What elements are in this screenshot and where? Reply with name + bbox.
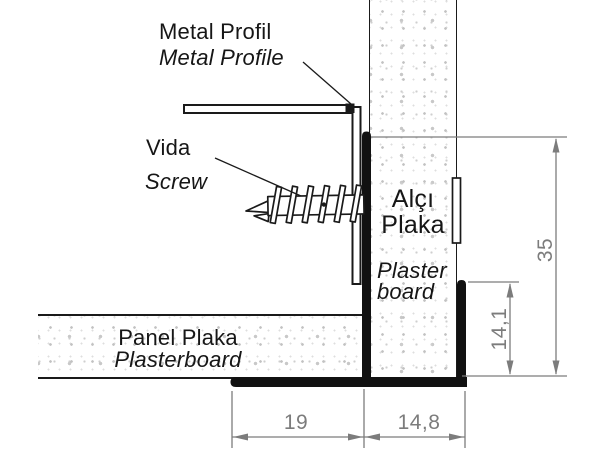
arrow-down-icon — [506, 360, 514, 375]
plasterboard-wall-section — [369, 0, 457, 378]
wall-board-label-en-line2: board — [377, 279, 435, 304]
wall-board-label-en-line1: Plaster — [377, 258, 447, 283]
dimension-value-14-8: 14,8 — [398, 411, 441, 434]
screw-leader-line — [214, 157, 302, 197]
dimension-value-19: 19 — [284, 411, 308, 434]
screw-thread — [333, 184, 347, 224]
metal-profile-drawing — [183, 103, 362, 285]
arrow-up-icon — [552, 138, 560, 153]
arrow-left-icon — [365, 433, 380, 441]
metal-profile-label-tr: Metal Profil — [159, 19, 272, 44]
panel-board-label-tr: Panel Plaka — [118, 325, 238, 350]
plasterboard-panel-section — [38, 314, 364, 379]
wall-board-label-tr-line1: Alçı — [391, 185, 435, 213]
leader-lines — [214, 61, 352, 197]
screw-mark-dot — [321, 202, 327, 207]
screw-icon — [245, 184, 365, 225]
screw-tip-barb — [253, 212, 270, 223]
metal-profile-leader-line — [302, 61, 352, 105]
arrow-right-icon — [449, 433, 464, 441]
trim-right-leg — [457, 280, 466, 382]
trim-left-leg — [362, 131, 371, 378]
arrow-down-icon — [552, 360, 560, 375]
dimension-value-35: 35 — [534, 238, 557, 262]
screw-thread — [285, 185, 299, 225]
dimension-arrowheads — [233, 138, 560, 441]
wall-board-label-tr-line2: Plaka — [381, 211, 445, 239]
dimension-value-14-1: 14,1 — [488, 308, 511, 351]
arrow-left-icon — [233, 433, 248, 441]
metal-profile-label-en: Metal Profile — [159, 45, 284, 70]
metal-profile-bend-corner — [345, 103, 355, 113]
trim-bottom-flange — [230, 377, 467, 387]
metal-profile-top-leg — [183, 104, 354, 114]
arrow-right-icon — [348, 433, 363, 441]
panel-board-label-en: Plasterboard — [114, 347, 242, 372]
screw-label-tr: Vida — [146, 135, 191, 160]
screw-thread — [301, 185, 315, 224]
fixing-clip — [451, 177, 462, 244]
screw-thread — [349, 184, 363, 223]
screw-label-en: Screw — [145, 169, 208, 194]
arrow-up-icon — [506, 283, 514, 298]
screw-shank — [266, 194, 365, 217]
trim-profile-drawing — [230, 131, 467, 387]
